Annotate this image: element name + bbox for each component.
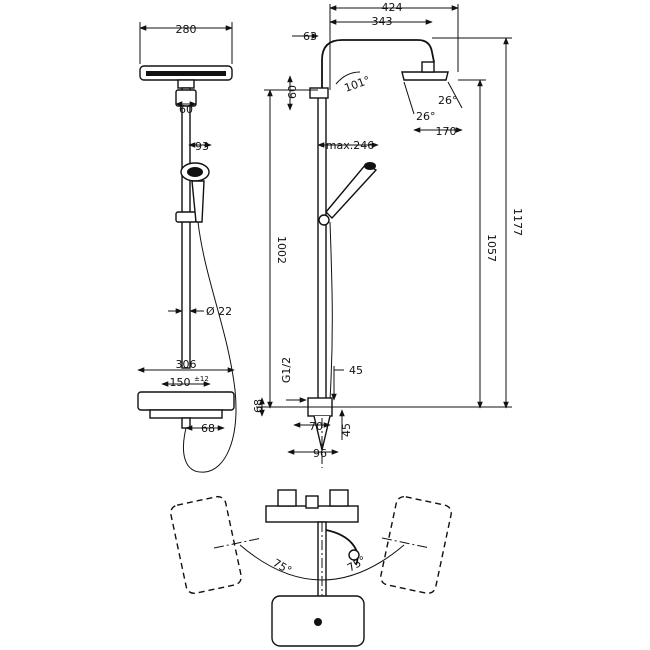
front-dimensions: 280 60 93 Ø 22 306 150 ±12 68 [137,22,235,435]
top-thermostat [265,489,359,523]
dim-arm-angle: 101° [343,74,372,95]
hand-shower [180,162,210,223]
dim-swivel-left: 75° [271,556,294,577]
side-shower-head [401,61,449,81]
dim-wall-offset-45-top: 45 [349,364,363,377]
dim-max-handshower: max.246 [326,139,374,152]
top-view-swivel: 75° 75° [170,489,452,647]
dim-outlet-offset: 68 [201,422,215,435]
side-dimensions: 424 343 63 60 101° 26° 26° 170 max.246 1… [252,1,524,460]
dim-depth-96: 96 [313,447,327,460]
dim-pipe-diameter: Ø 22 [206,305,232,318]
dim-head-depth: 170 [436,125,457,138]
side-view: 424 343 63 60 101° 26° 26° 170 max.246 1… [252,1,524,468]
front-view: 280 60 93 Ø 22 306 150 ±12 68 [137,22,237,473]
dim-inlet-spacing: 150 [170,376,191,389]
dim-thermostat-width: 306 [176,358,197,371]
dim-inlet-tolerance: ±12 [194,375,209,383]
dim-swivel-right: 75° [345,554,368,575]
dim-arm-offset: 63 [303,30,317,43]
dim-hand-shower-width: 93 [195,140,209,153]
dim-reach-arm: 343 [372,15,393,28]
dim-height-1002: 1002 [275,236,288,264]
overhead-shower-head [139,65,233,89]
thermostat-mixer [137,391,235,429]
shower-arm [321,39,435,92]
dim-height-1177: 1177 [511,208,524,236]
dim-thermostat-height: 68 [252,399,265,413]
side-riser-pipe [317,89,327,409]
riser-pipe [175,87,197,369]
shower-hose [183,221,237,473]
dim-head-tilt-b: 26° [416,110,436,123]
dim-reach-total: 424 [382,1,403,14]
dim-head-tilt-a: 26° [438,94,458,107]
dim-depth-70: 70 [309,420,323,433]
dim-connection-thread: G1/2 [280,357,293,383]
dim-height-1057: 1057 [485,234,498,262]
dim-wall-offset-45-bottom: 45 [340,423,353,437]
dim-mount-width: 60 [179,103,193,116]
dim-head-width: 280 [176,23,197,36]
dim-arm-height: 60 [286,85,299,99]
side-hand-shower [318,162,378,226]
